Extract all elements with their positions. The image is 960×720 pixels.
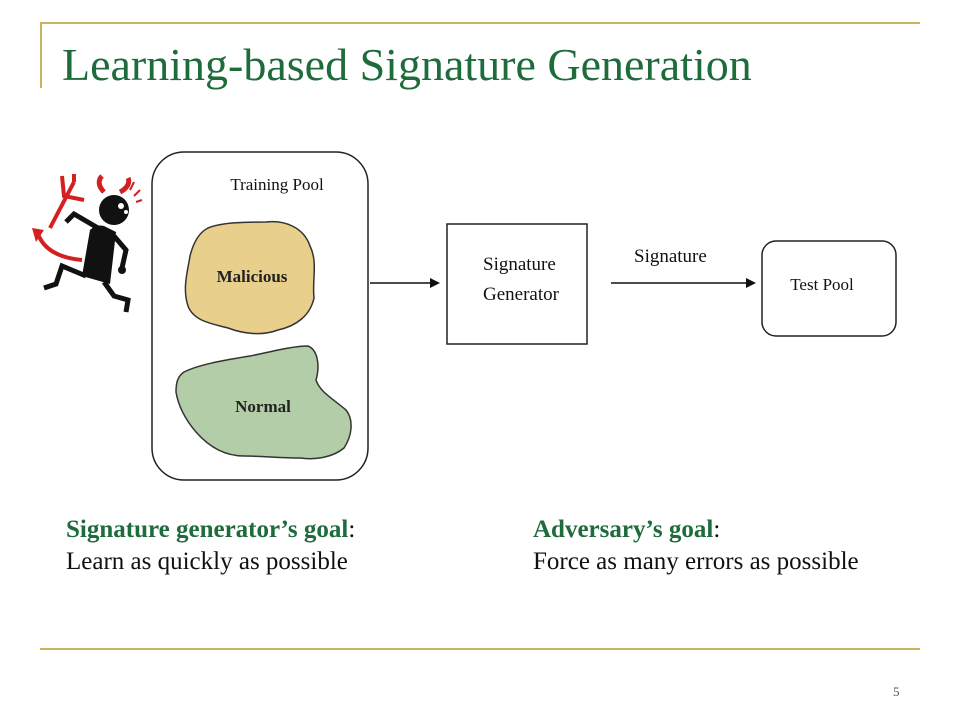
- adversary-goal-title: Adversary’s goal: [533, 516, 714, 543]
- signature-generator-box: [446, 223, 588, 345]
- normal-samples-blob: [175, 345, 352, 460]
- title-decoration-top-line: [40, 22, 920, 24]
- footer-divider-line: [40, 648, 920, 650]
- adversary-goal-block: Adversary’s goal: Force as many errors a…: [533, 514, 859, 578]
- generator-goal-colon: :: [348, 516, 356, 543]
- generator-goal-text: Learn as quickly as possible: [66, 548, 348, 575]
- malicious-label: Malicious: [217, 267, 288, 286]
- generator-goal-block: Signature generator’s goal: Learn as qui…: [66, 514, 355, 578]
- test-pool-box: [761, 240, 897, 337]
- normal-label: Normal: [235, 397, 291, 416]
- slide-title: Learning-based Signature Generation: [62, 39, 752, 90]
- arrow-pool-to-generator: [370, 278, 440, 288]
- generator-label-line1: Signature: [483, 254, 556, 275]
- slide-page-number: 5: [893, 684, 900, 699]
- arrow-generator-to-test-pool: [611, 278, 756, 288]
- generator-goal-title: Signature generator’s goal: [66, 516, 349, 543]
- title-decoration-left-line: [40, 22, 42, 88]
- devil-adversary-icon: [32, 174, 143, 313]
- test-pool-label: Test Pool: [790, 275, 854, 294]
- adversary-goal-colon: :: [713, 516, 721, 543]
- malicious-samples-blob: [184, 220, 316, 335]
- generator-label-line2: Generator: [483, 284, 560, 305]
- training-pool-label: Training Pool: [230, 175, 324, 194]
- signature-arrow-label: Signature: [634, 246, 707, 267]
- adversary-goal-text: Force as many errors as possible: [533, 548, 859, 575]
